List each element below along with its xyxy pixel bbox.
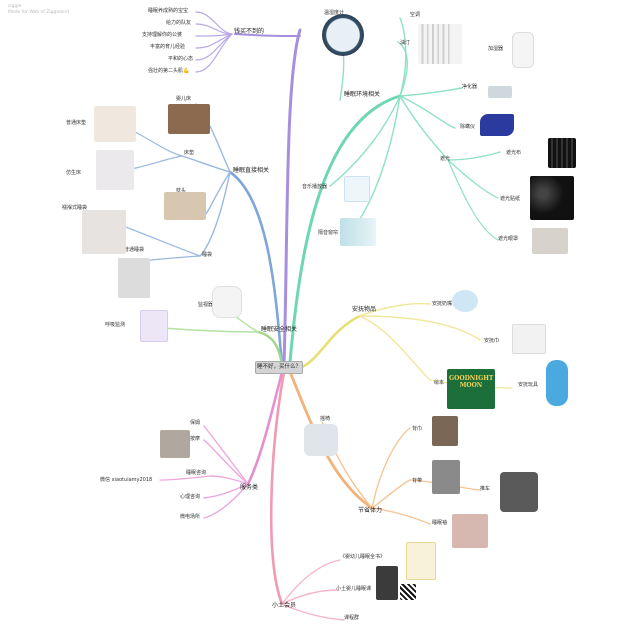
thermometer-image (322, 14, 364, 56)
node-consult[interactable]: 睡眠咨询 (186, 470, 207, 476)
book-image: GOODNIGHT MOON (447, 369, 495, 409)
xiaotu-book-image (406, 542, 436, 580)
node-bed[interactable]: 床垫 (184, 150, 195, 156)
node-safety[interactable]: 睡眠安全相关 (261, 326, 298, 333)
node-shade-sticker[interactable]: 遮光贴纸 (500, 196, 521, 202)
node-online[interactable]: 微电场所 (180, 514, 201, 520)
node-sleeve[interactable]: 睡眠袖 (432, 520, 448, 526)
sling-image (432, 416, 458, 446)
music-player-image (344, 176, 370, 202)
node-book[interactable]: 绘本 (434, 380, 445, 386)
node-humidifier[interactable]: 加湿器 (488, 46, 504, 52)
node-music[interactable]: 音乐播放器 (302, 184, 328, 190)
node-sleep-direct[interactable]: 睡眠直接相关 (233, 167, 270, 174)
node-eye-mask[interactable]: 遮光眼罩 (498, 236, 519, 242)
watermark-line1: ziggle (8, 4, 22, 9)
node-shade[interactable]: 遮光 (440, 156, 451, 162)
breath-monitor-image (140, 310, 168, 342)
node-crib[interactable]: 婴儿床 (176, 96, 192, 102)
node-cant-buy-3[interactable]: 支持理解你的公婆 (142, 32, 183, 38)
swaddle-bag-image (82, 210, 126, 254)
node-nanny[interactable]: 保姆 (190, 420, 201, 426)
node-normal-sleepbag[interactable]: 普通睡袋 (124, 247, 145, 253)
crib-image (168, 104, 210, 134)
node-sleep-posture[interactable]: 仿生床 (66, 170, 82, 176)
node-xiaotu-course[interactable]: 小土婴儿睡眠课 (336, 586, 372, 592)
node-stroller[interactable]: 推车 (480, 486, 491, 492)
center-node[interactable]: 睡不好，买什么？ (255, 361, 303, 374)
purifier-image (488, 86, 512, 98)
node-xiaotu[interactable]: 小土会员 (272, 602, 297, 609)
curtain-image (340, 218, 376, 246)
node-mite[interactable]: 除螨仪 (460, 124, 476, 130)
pillow-image (164, 192, 206, 220)
carrier-image (432, 460, 460, 494)
normal-bed-image (94, 106, 136, 142)
watermark: ziggle Made for Web of Zigglebird (8, 4, 69, 16)
node-cant-buy-1[interactable]: 睡眠养成熟的宝宝 (148, 8, 189, 14)
node-ac[interactable]: 空调 (410, 12, 421, 18)
node-breath[interactable]: 呼吸监测 (105, 322, 126, 328)
node-swaddle-bag[interactable]: 襁褓式睡袋 (62, 205, 88, 211)
node-sling[interactable]: 背巾 (412, 426, 423, 432)
rocker-image (304, 424, 338, 456)
node-thermometer[interactable]: 温湿度计 (324, 10, 345, 16)
node-normal-bed[interactable]: 普通床垫 (66, 120, 87, 126)
node-cant-buy-5[interactable]: 平和的心态 (168, 56, 194, 62)
shade-cloth-image (548, 138, 576, 168)
node-cant-buy[interactable]: 钱买不到的 (234, 28, 265, 35)
node-curtain[interactable]: 隔音窗帘 (318, 230, 339, 236)
node-purifier[interactable]: 净化器 (462, 84, 478, 90)
toy-image (546, 360, 568, 406)
qr-code-image (400, 584, 416, 600)
monitor-image (212, 286, 242, 318)
node-xiaotu-book[interactable]: 《婴幼儿睡眠全书》 (340, 554, 386, 560)
node-carrier[interactable]: 背带 (412, 478, 423, 484)
sleep-posture-image (96, 150, 134, 190)
node-toy[interactable]: 安抚玩具 (518, 382, 539, 388)
node-pacifier[interactable]: 安抚奶嘴 (432, 301, 453, 307)
node-monitor[interactable]: 监视器 (198, 302, 214, 308)
node-xiaotu-group[interactable]: 课程群 (344, 615, 360, 621)
pacifier-image (452, 290, 478, 312)
node-blanket[interactable]: 安抚巾 (484, 338, 500, 344)
node-save-energy[interactable]: 节省体力 (358, 507, 383, 514)
heater-image (418, 24, 462, 64)
node-heater[interactable]: 油汀 (400, 40, 411, 46)
node-cant-buy-2[interactable]: 给力的队友 (166, 20, 192, 26)
mite-remover-image (480, 114, 514, 136)
node-rocker[interactable]: 摇椅 (320, 416, 331, 422)
node-sleepbag[interactable]: 睡袋 (202, 252, 213, 258)
node-cant-buy-4[interactable]: 丰富的育儿经验 (150, 44, 186, 50)
stroller-image (500, 472, 538, 512)
node-mental[interactable]: 心理咨询 (180, 494, 201, 500)
watermark-line2: Made for Web of Zigglebird (8, 10, 70, 15)
massage-image (160, 430, 190, 458)
humidifier-image (512, 32, 534, 68)
node-pillow[interactable]: 枕头 (176, 188, 187, 194)
node-wechat[interactable]: 微信 xiaotuiamy2018 (100, 477, 153, 483)
normal-sleepbag-image (118, 258, 150, 298)
node-cant-buy-6[interactable]: 强壮的第二头肌💪 (148, 68, 190, 74)
sleeve-image (452, 514, 488, 548)
node-service[interactable]: 服务类 (240, 484, 259, 491)
node-environment[interactable]: 睡眠环境相关 (344, 91, 381, 98)
book-title: GOODNIGHT MOON (449, 375, 494, 389)
node-comfort[interactable]: 安抚物品 (352, 306, 377, 313)
xiaotu-course-image (376, 566, 398, 600)
eye-mask-image (532, 228, 568, 254)
node-massage[interactable]: 按摩 (190, 436, 201, 442)
blanket-image (512, 324, 546, 354)
node-shade-cloth[interactable]: 遮光布 (506, 150, 522, 156)
shade-sticker-image (530, 176, 574, 220)
